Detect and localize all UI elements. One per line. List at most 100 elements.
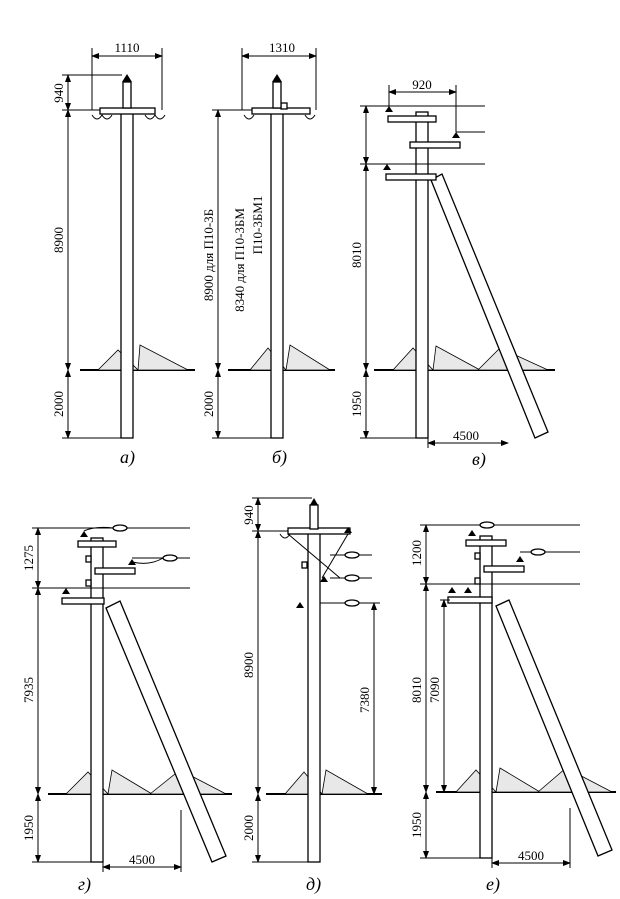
insulator-left-icon <box>91 114 113 120</box>
insulator-icon <box>383 164 391 170</box>
dim-above-ground: 8900 для П10-3Б <box>201 209 216 301</box>
figure-e: 1200 8010 1950 7090 4500 е) <box>409 521 616 895</box>
figure-a: 1110 940 8900 2000 а) <box>51 40 195 468</box>
figure-d: 940 8900 2000 7380 д) <box>241 497 382 895</box>
crossarm-bottom <box>385 173 437 181</box>
dim-top: 940 <box>51 83 66 103</box>
dim-above-ground: 7935 <box>21 677 36 703</box>
bracket <box>474 552 481 560</box>
insulator-string-icon <box>344 574 360 582</box>
dim-strut: 4500 <box>453 428 479 443</box>
top-insulator-stem <box>309 504 319 530</box>
insulator-icon <box>62 588 70 594</box>
dim-below-ground: 2000 <box>241 815 256 841</box>
pole <box>479 535 493 859</box>
crossarm-top <box>387 115 437 123</box>
figure-g: 1275 7935 1950 4500 г) <box>21 524 232 895</box>
caption-b: б) <box>272 447 287 468</box>
crossarm-top <box>77 540 117 548</box>
dim-strut: 4500 <box>518 848 544 863</box>
top-insulator-stem <box>272 81 282 109</box>
insulator-icon <box>452 132 460 138</box>
crossarm-bottom <box>447 596 493 604</box>
insulator-icon <box>80 531 88 537</box>
top-insulator-icon <box>310 498 318 505</box>
dim-above-ground: 8900 <box>51 227 66 253</box>
brace <box>321 533 349 579</box>
dim-above-ground: 8010 <box>409 677 424 703</box>
insulator-string-icon <box>112 524 128 532</box>
dim-below-ground: 1950 <box>409 812 424 838</box>
insulator-icon <box>464 587 472 593</box>
caption-v: в) <box>472 449 486 470</box>
bracket <box>280 102 288 110</box>
dim-lower-wire: 7090 <box>427 677 442 703</box>
caption-a: а) <box>120 447 135 468</box>
insulator-right-icon <box>144 114 166 120</box>
strut <box>430 173 549 439</box>
dim-width: 920 <box>412 77 432 92</box>
crossarm-top <box>465 539 507 547</box>
soil-mound-mid <box>495 767 542 793</box>
insulator-icon <box>279 533 291 539</box>
strut <box>495 599 613 857</box>
figure-b: 1310 8900 для П10-3Б 8340 для П10-3БМ П1… <box>201 40 335 468</box>
insulator-string-icon <box>344 551 360 559</box>
crossarm-middle <box>94 567 136 575</box>
bracket <box>474 577 481 585</box>
dim-top: 1275 <box>21 545 36 571</box>
insulator-string-icon <box>162 554 178 562</box>
bracket <box>85 555 92 563</box>
brace <box>287 533 341 579</box>
dim-below-ground: 2000 <box>51 391 66 417</box>
bracket <box>85 579 92 587</box>
caption-e: е) <box>486 874 500 895</box>
dim-above-ground-alt: 8340 для П10-3БМ <box>232 208 247 312</box>
dim-above-ground-alt2: П10-3БМ1 <box>250 196 265 255</box>
top-insulator-icon <box>272 74 282 82</box>
caption-d: д) <box>306 874 321 895</box>
pole <box>415 111 429 439</box>
insulator-string-icon <box>344 599 360 607</box>
soil-mound-right <box>285 344 332 371</box>
pole <box>120 112 134 439</box>
insulator-icon <box>344 527 352 533</box>
wire-loop <box>83 526 114 532</box>
dim-top: 1200 <box>409 540 424 566</box>
soil-mound-mid <box>432 345 481 371</box>
dim-below-ground: 1950 <box>349 391 364 417</box>
soil-mound-right <box>321 769 370 795</box>
insulator-icon <box>320 576 328 582</box>
wire-loop <box>131 557 164 564</box>
crossarm-middle <box>483 565 525 573</box>
dim-below-ground: 1950 <box>21 815 36 841</box>
bracket <box>301 561 308 569</box>
dim-width: 1310 <box>269 40 295 55</box>
insulator-icon <box>385 106 393 112</box>
strut <box>105 600 227 863</box>
insulator-string-icon <box>479 521 495 529</box>
insulator-icon <box>516 556 524 562</box>
insulator-right-icon <box>304 114 316 120</box>
dim-width: 1110 <box>114 40 139 55</box>
dim-strut: 4500 <box>129 852 155 867</box>
pole <box>270 112 284 439</box>
crossarm <box>99 107 156 115</box>
soil-mound-mid <box>107 769 154 795</box>
dim-below-ground: 2000 <box>201 391 216 417</box>
figure-v: 920 8010 1950 4500 в) <box>349 77 555 470</box>
insulator-icon <box>468 530 476 536</box>
pole <box>307 531 321 863</box>
crossarm-bottom <box>61 597 105 605</box>
insulator-icon <box>296 602 304 608</box>
dim-top: 940 <box>241 505 256 525</box>
insulator-string-icon <box>530 548 546 556</box>
top-insulator-stem <box>122 81 132 109</box>
soil-mound-right <box>137 344 189 371</box>
dim-above-ground: 8010 <box>349 242 364 268</box>
caption-g: г) <box>78 874 91 895</box>
crossarm-middle <box>409 141 461 149</box>
top-insulator-icon <box>122 74 132 82</box>
crossarm <box>287 527 351 535</box>
